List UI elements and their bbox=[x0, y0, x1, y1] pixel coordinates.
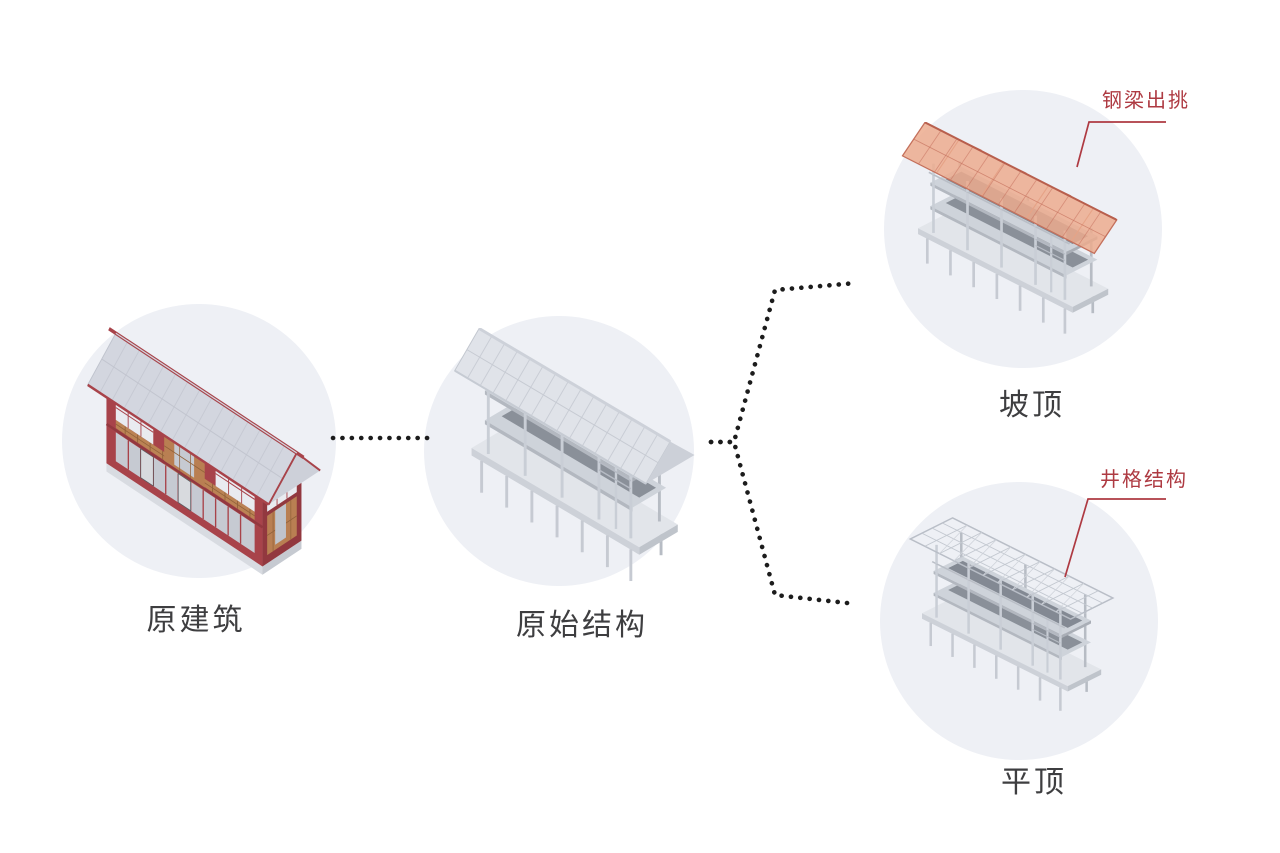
flat-grid-roof bbox=[908, 517, 1115, 620]
flat-roof-illustration bbox=[908, 517, 1115, 712]
label-original-building: 原建筑 bbox=[146, 604, 246, 637]
annotation-steel-beam-cantilever: 钢梁出挑 bbox=[1102, 90, 1190, 112]
gable-overhang-underside bbox=[268, 452, 321, 505]
label-sloped-roof: 坡顶 bbox=[999, 389, 1065, 422]
grey-gabled-roof bbox=[454, 328, 695, 485]
label-original-structure: 原始结构 bbox=[516, 609, 648, 642]
sloped-roof-illustration bbox=[901, 122, 1118, 335]
dotted-line-branch-upper bbox=[708, 280, 859, 445]
original-structure-illustration bbox=[454, 328, 695, 583]
label-flat-roof: 平顶 bbox=[1001, 766, 1067, 799]
original-building-illustration bbox=[87, 327, 321, 575]
gabled-roof bbox=[87, 327, 321, 506]
plinth-end bbox=[262, 540, 302, 575]
dotted-line-branch-lower bbox=[708, 439, 859, 607]
column-extensions bbox=[935, 532, 1087, 626]
plinth-front bbox=[106, 463, 263, 575]
grid-braces bbox=[939, 524, 1085, 613]
eave-fascia bbox=[87, 383, 270, 506]
sloped-orange-roof bbox=[901, 122, 1118, 255]
annotation-waffle-grid-structure: 井格结构 bbox=[1100, 469, 1188, 491]
storefront-glazing bbox=[115, 432, 255, 554]
ridge-beam bbox=[924, 122, 1118, 221]
story-beam bbox=[105, 422, 264, 529]
